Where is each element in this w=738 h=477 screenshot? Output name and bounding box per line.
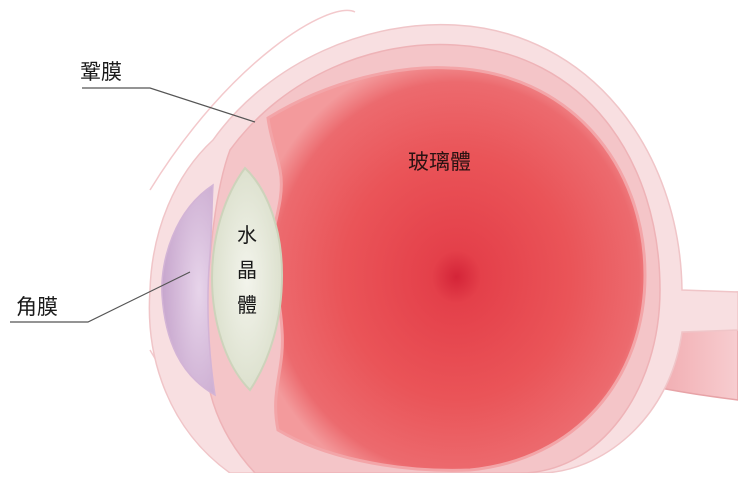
lens-label: 水 晶 體 [234,218,260,323]
lens-label-char: 晶 [237,253,257,288]
vitreous-label: 玻璃體 [408,152,471,173]
lens-label-char: 水 [237,218,257,253]
lens-label-char: 體 [237,288,257,323]
sclera-label: 鞏膜 [80,62,122,83]
cornea-label: 角膜 [16,297,58,318]
sclera-leader-line [82,88,255,122]
vitreous-body [268,68,645,471]
